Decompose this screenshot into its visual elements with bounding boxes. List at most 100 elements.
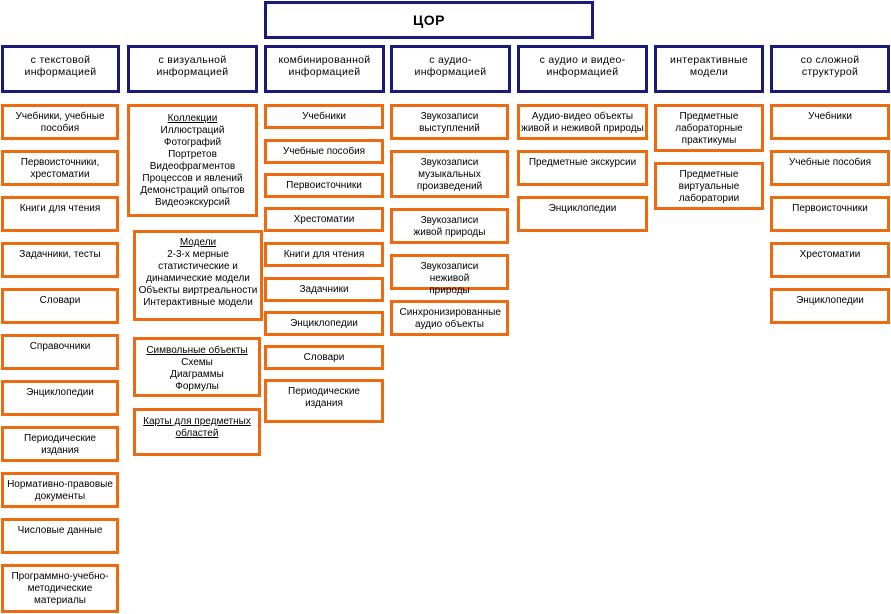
item-label: Книги для чтения <box>283 249 365 260</box>
category-interactive: интерактивные модели <box>654 45 764 93</box>
text-item: Учебники, учебные пособия <box>1 104 119 140</box>
combined-item: Книги для чтения <box>264 242 384 267</box>
audio-item: Звукозаписи живой природы <box>390 208 509 244</box>
item-label: Справочники <box>29 341 91 352</box>
item-line: Схемы <box>181 357 213 368</box>
item-label: Нормативно-правовые документы <box>7 479 113 502</box>
item-label: Первоисточники <box>792 203 868 214</box>
item-label: Хрестоматии <box>293 214 355 225</box>
category-visual: с визуальной информацией <box>127 45 258 93</box>
combined-item: Первоисточники <box>264 173 384 198</box>
item-label: Словари <box>303 352 345 363</box>
text-item: Числовые данные <box>1 518 119 554</box>
item-title: Модели <box>179 237 217 248</box>
category-label: с аудио-информацией <box>414 54 487 78</box>
item-label: Книги для чтения <box>19 203 101 214</box>
combined-item: Словари <box>264 345 384 370</box>
item-label: Предметные виртуальные лаборатории <box>678 169 740 204</box>
text-item: Первоисточники, хрестоматии <box>1 150 119 186</box>
item-line: Диаграммы <box>170 369 224 380</box>
category-combined: комбинированной информацией <box>264 45 385 93</box>
complex-item: Учебные пособия <box>770 150 890 186</box>
category-label: комбинированной информацией <box>278 54 371 78</box>
audio-item: Звукозаписи неживой природы <box>390 254 509 296</box>
root-label: ЦОР <box>413 12 445 28</box>
category-label: интерактивные модели <box>670 54 748 78</box>
item-line: Интерактивные модели <box>143 297 253 308</box>
audio-video-item: Предметные экскурсии <box>517 150 648 186</box>
item-label: Предметные экскурсии <box>528 157 637 168</box>
item-line: Портретов <box>168 149 217 160</box>
audio-item: Звукозаписи выступлений <box>390 104 509 140</box>
audio-item: Синхронизированные аудио объекты <box>390 300 509 336</box>
category-label: со сложной структурой <box>800 54 860 78</box>
interactive-item: Предметные виртуальные лаборатории <box>654 162 764 210</box>
visual-item-models: Модели 2-3-х мерные статистические и дин… <box>133 230 263 321</box>
text-item: Периодические издания <box>1 426 119 462</box>
item-label: Энциклопедии <box>290 318 358 329</box>
visual-item-maps: Карты для предметных областей <box>133 408 261 456</box>
item-title: Коллекции <box>167 113 218 124</box>
item-label: Предметные лабораторные практикумы <box>675 111 743 146</box>
combined-item: Хрестоматии <box>264 207 384 232</box>
item-line: статистические и <box>158 261 238 272</box>
text-item: Справочники <box>1 334 119 370</box>
combined-item: Энциклопедии <box>264 311 384 336</box>
combined-item: Задачники <box>264 277 384 302</box>
category-label: с визуальной информацией <box>156 54 229 78</box>
category-audio-video: с аудио и видео-информацией <box>517 45 648 93</box>
item-label: Хрестоматии <box>799 249 861 260</box>
item-line: Фотографий <box>163 137 222 148</box>
item-label: Учебные пособия <box>788 157 872 168</box>
text-item: Энциклопедии <box>1 380 119 416</box>
combined-item: Учебники <box>264 104 384 129</box>
category-complex: со сложной структурой <box>770 45 890 93</box>
text-item: Программно-учебно-методические материалы <box>1 564 119 613</box>
item-label: Словари <box>39 295 81 306</box>
item-line: Демонстраций опытов <box>140 185 245 196</box>
item-label: Звукозаписи музыкальных произведений <box>416 157 483 192</box>
item-label: Энциклопедии <box>796 295 864 306</box>
item-label: Задачники, тесты <box>19 249 101 260</box>
item-line: Видеофрагментов <box>149 161 236 172</box>
audio-video-item: Аудио-видео объекты живой и неживой прир… <box>517 104 648 140</box>
combined-item: Периодические издания <box>264 379 384 423</box>
visual-item-symbolic: Символьные объекты Схемы Диаграммы Форму… <box>133 337 261 397</box>
item-label: Учебные пособия <box>282 146 366 157</box>
item-label: Программно-учебно-методические материалы <box>11 571 109 606</box>
visual-item-collections: Коллекции Иллюстраций Фотографий Портрет… <box>127 104 258 217</box>
item-label: Звукозаписи выступлений <box>419 111 480 134</box>
item-label: Учебники <box>302 111 346 122</box>
complex-item: Энциклопедии <box>770 288 890 324</box>
audio-item: Звукозаписи музыкальных произведений <box>390 150 509 198</box>
item-line: Формулы <box>175 381 219 392</box>
item-label: Числовые данные <box>17 525 103 536</box>
complex-item: Учебники <box>770 104 890 140</box>
item-label: Звукозаписи живой природы <box>413 215 486 238</box>
item-line: динамические модели <box>146 273 250 284</box>
interactive-item: Предметные лабораторные практикумы <box>654 104 764 152</box>
combined-item: Учебные пособия <box>264 139 384 164</box>
item-line: Объекты виртреальности <box>138 285 258 296</box>
item-title: Символьные объекты <box>146 345 248 356</box>
item-label: Звукозаписи неживой природы <box>420 261 479 296</box>
item-title: Карты для предметных областей <box>143 416 251 439</box>
item-label: Учебники <box>808 111 852 122</box>
item-line: Иллюстраций <box>160 125 225 136</box>
item-label: Периодические издания <box>24 433 96 456</box>
category-audio: с аудио-информацией <box>390 45 511 93</box>
item-line: 2-3-х мерные <box>167 249 229 260</box>
item-label: Синхронизированные аудио объекты <box>399 307 501 330</box>
item-label: Периодические издания <box>288 386 360 409</box>
item-label: Первоисточники, хрестоматии <box>20 157 100 180</box>
item-label: Задачники <box>299 284 349 295</box>
category-label: с аудио и видео-информацией <box>539 54 626 78</box>
category-label: с текстовой информацией <box>24 54 97 78</box>
complex-item: Хрестоматии <box>770 242 890 278</box>
text-item: Словари <box>1 288 119 324</box>
item-line: Видеоэкскурсий <box>155 197 230 208</box>
item-label: Энциклопедии <box>26 387 94 398</box>
audio-video-item: Энциклопедии <box>517 196 648 232</box>
root-node: ЦОР <box>264 1 594 39</box>
item-label: Энциклопедии <box>548 203 617 214</box>
